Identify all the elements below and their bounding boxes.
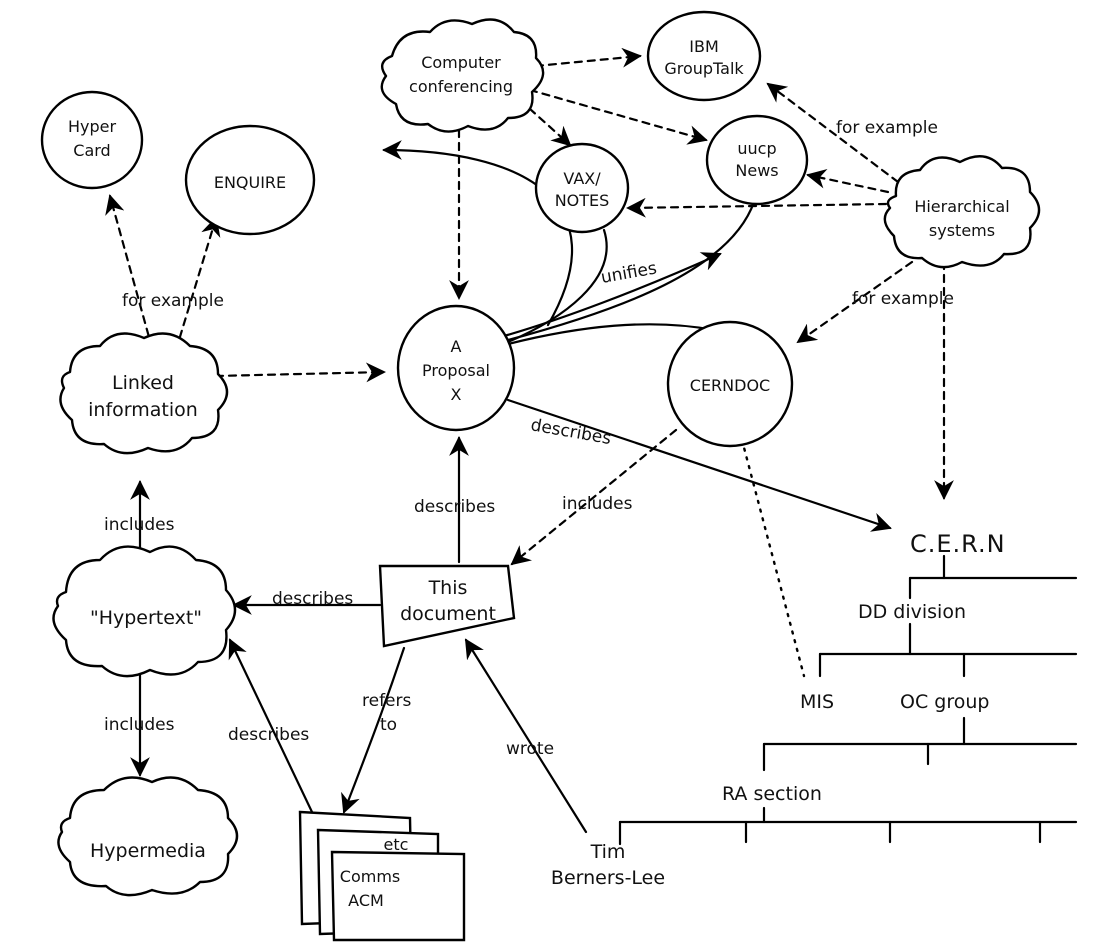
- edge-cerndoc-mis: [740, 438, 806, 678]
- node-a-proposal-x: A Proposal X: [396, 304, 516, 432]
- node-label: Computer: [421, 53, 501, 72]
- node-label: IBM: [689, 37, 719, 56]
- edge-uucp-proposal: [506, 200, 756, 342]
- node-enquire: ENQUIRE: [184, 124, 316, 236]
- edge-proposal-cerndoc: [506, 323, 716, 346]
- node-label: CERNDOC: [690, 376, 770, 395]
- node-label: A: [451, 337, 462, 356]
- node-label: NOTES: [555, 191, 610, 210]
- edge-conferencing-vax: [518, 98, 572, 147]
- tree-division-label: DD division: [858, 601, 966, 623]
- edge-proposal-uucp-unifies: [502, 252, 722, 338]
- node-hierarchical-systems: Hierarchical systems: [883, 155, 1041, 269]
- edge-vax-proposal: [506, 228, 608, 344]
- edge-conferencing-uucp: [528, 88, 708, 145]
- node-label: conferencing: [409, 77, 513, 96]
- node-comms-acm-stack: etc Comms ACM: [298, 810, 466, 942]
- edge-label-includes: includes: [562, 494, 633, 514]
- node-label: Hyper: [68, 117, 117, 136]
- node-cerndoc: CERNDOC: [666, 320, 794, 448]
- node-label: This: [428, 577, 468, 599]
- tree-root-label: C.E.R.N: [910, 530, 1006, 558]
- node-label: document: [400, 603, 496, 625]
- edge-linked-hypercard: [105, 194, 154, 350]
- node-label: Linked: [112, 372, 174, 394]
- node-label: Hypermedia: [90, 840, 206, 862]
- edge-linked-proposal: [214, 362, 386, 383]
- document-sheet-front: [330, 850, 466, 942]
- node-label: "Hypertext": [90, 607, 202, 629]
- edge-hierarchical-cerndoc: [796, 260, 914, 344]
- node-label: systems: [929, 221, 995, 240]
- edge-label-for-example: for example: [852, 289, 954, 309]
- node-label: News: [735, 161, 778, 180]
- node-label: Card: [73, 141, 110, 160]
- tree-section-label: RA section: [722, 783, 822, 805]
- node-label: Proposal: [422, 361, 490, 380]
- edge-cerndoc-document: [510, 428, 678, 566]
- edge-label-wrote: wrote: [506, 739, 554, 759]
- node-label: VAX/: [563, 169, 601, 188]
- edge-label-refers-to: to: [380, 715, 397, 735]
- node-ibm-grouptalk: IBM GroupTalk: [646, 10, 762, 102]
- edge-label-refers-to: refers: [362, 691, 412, 711]
- edge-label-for-example: for example: [122, 291, 224, 311]
- node-label: ACM: [348, 891, 384, 910]
- edge-labels: for example for example for example unif…: [104, 118, 954, 759]
- org-tree-labels: C.E.R.N DD division MIS OC group RA sect…: [722, 530, 1006, 805]
- edge-tim-document: [464, 638, 588, 834]
- node-label: ENQUIRE: [214, 173, 286, 192]
- node-hypertext: "Hypertext": [52, 545, 237, 678]
- node-label: etc: [384, 835, 409, 854]
- tree-mis-label: MIS: [800, 691, 834, 713]
- node-linked-information: Linked information: [59, 332, 229, 455]
- node-tim-berners-lee: Tim Berners-Lee: [551, 841, 665, 889]
- edge-label-includes: includes: [104, 515, 175, 535]
- node-vax-notes: VAX/ NOTES: [534, 142, 630, 234]
- edge-label-describes: describes: [414, 497, 495, 517]
- edge-label-for-example: for example: [836, 118, 938, 138]
- edge-linked-enquire: [174, 216, 221, 352]
- node-label: Comms: [340, 867, 400, 886]
- node-label: information: [88, 399, 198, 421]
- tree-group-label: OC group: [900, 691, 989, 713]
- edges: [105, 47, 954, 834]
- edge-hierarchical-uucp: [806, 169, 890, 194]
- edge-label-describes: describes: [228, 725, 309, 745]
- node-label: Hierarchical: [914, 197, 1009, 216]
- edge-document-acm: [341, 646, 406, 814]
- node-this-document: This document: [378, 564, 516, 648]
- node-label: uucp: [737, 139, 776, 158]
- edge-label-describes: describes: [272, 589, 353, 609]
- node-label: Tim: [590, 841, 626, 863]
- node-label: Berners-Lee: [551, 867, 665, 889]
- edge-hierarchical-grouptalk: [766, 82, 900, 184]
- node-computer-conferencing: Computer conferencing: [380, 18, 545, 133]
- node-hypercard: Hyper Card: [40, 90, 144, 190]
- node-hypermedia: Hypermedia: [57, 776, 239, 897]
- node-uucp-news: uucp News: [705, 114, 809, 206]
- edge-label-includes: includes: [104, 715, 175, 735]
- node-label: X: [451, 385, 462, 404]
- edge-acm-hypertext: [228, 638, 314, 814]
- edge-proposal-cern-describes: [506, 398, 892, 532]
- node-label: GroupTalk: [664, 59, 744, 78]
- edge-conferencing-grouptalk: [534, 47, 642, 68]
- edge-hierarchical-vax: [626, 197, 888, 218]
- org-tree: [618, 554, 1078, 846]
